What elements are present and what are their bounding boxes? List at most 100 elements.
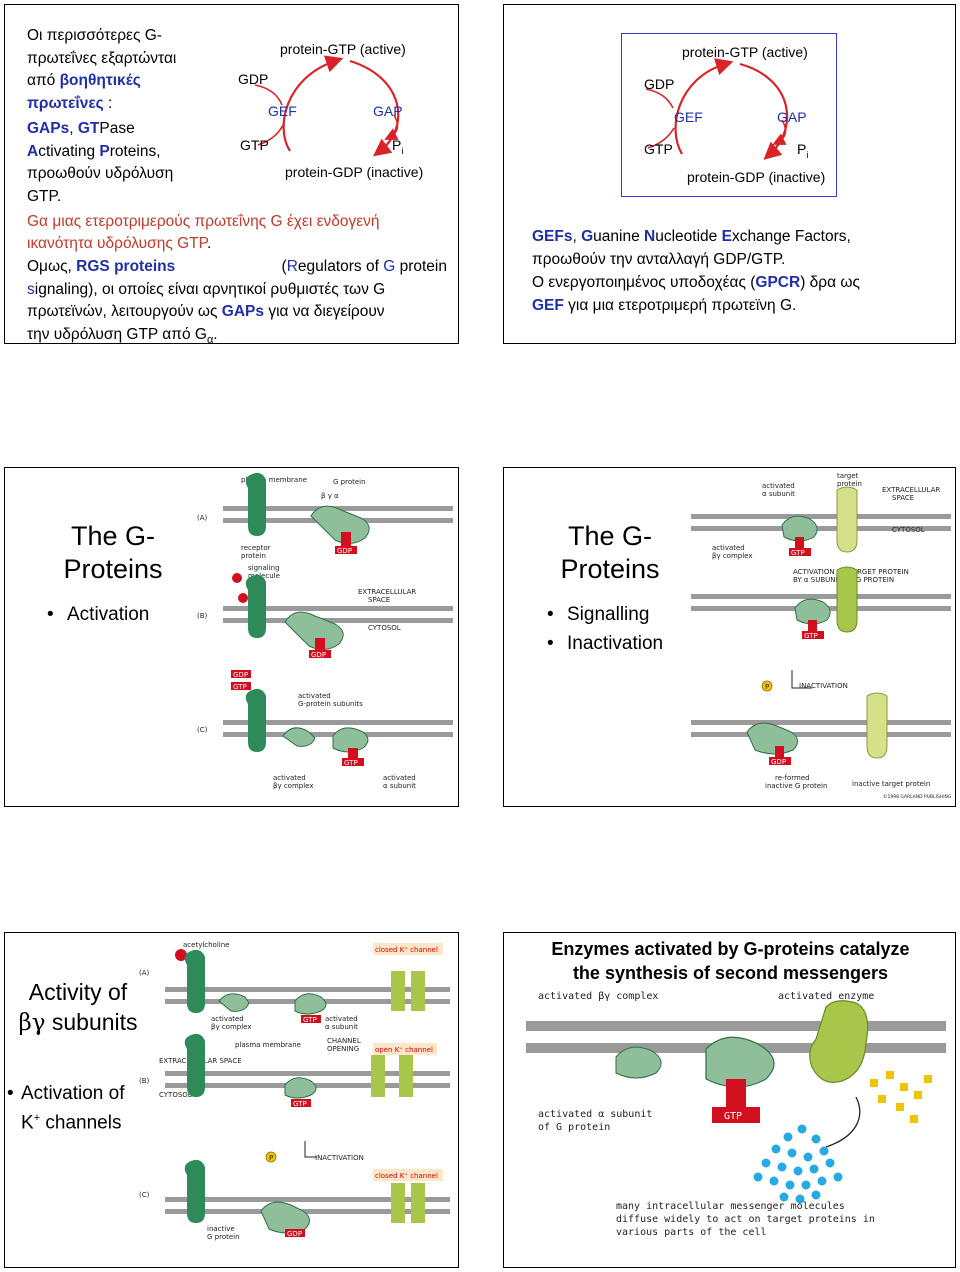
fig5-closed2: closed K⁺ channel <box>375 1172 438 1180</box>
fig3-C: (C) <box>197 726 208 734</box>
gefs-comma: , <box>572 228 582 245</box>
k-channel-5c-left <box>391 1183 405 1223</box>
k-channel-5a-right <box>411 971 425 1011</box>
rgs-paragraph: Ομως, RGS proteins (Regulators of G prot… <box>27 256 447 344</box>
fig6-a2: of G protein <box>538 1122 610 1133</box>
substrate <box>870 1079 878 1087</box>
gtp-stalk-4b <box>808 620 817 632</box>
rgs-line4: την υδρόλυση GTP από Gα. <box>27 324 447 344</box>
membrane-c-top <box>223 720 453 725</box>
gdp-box-a <box>335 546 357 554</box>
messenger-dot <box>817 1176 827 1186</box>
fig5-B: (B) <box>139 1077 150 1085</box>
receptor-a <box>245 472 266 536</box>
fig3-gdp-a: GDP <box>337 547 352 555</box>
intro-line4: πρωτεΐνες : <box>27 93 176 116</box>
fig4-inactive: inactive target protein <box>852 780 930 788</box>
gtp-arrow <box>257 124 284 146</box>
gefs-paragraph: GEFs, Guanine Nucleotide Exchange Factor… <box>532 225 860 317</box>
messenger-dot <box>811 1190 821 1200</box>
gefs-l4b: για μια ετεροτριμερή πρωτεϊνη G. <box>563 297 797 314</box>
fig5-p: P <box>269 1154 273 1162</box>
k-channel-figure: acetylcholine closed K⁺ channel (A) GTP … <box>139 941 450 1241</box>
substrate <box>900 1083 908 1091</box>
slide-gefs: protein-GTP (active) GDP GEF GAP GTP Pi … <box>503 4 956 344</box>
gefs-g: G <box>581 228 594 245</box>
ga-line2-text: ικανότητα υδρόλυσης GTP <box>27 235 207 252</box>
open-label-bg <box>373 1043 437 1055</box>
slide4-title1: The G- <box>567 521 653 551</box>
messenger-dots <box>753 1124 843 1204</box>
gdp-5c <box>285 1229 305 1237</box>
receptor-5b <box>184 1033 205 1097</box>
closed2-label-bg <box>373 1169 443 1181</box>
fig6-bg: activated βγ complex <box>538 991 658 1002</box>
gtp-5a <box>301 1015 321 1023</box>
gap-arrow <box>349 59 400 157</box>
phosphate-4 <box>761 680 773 692</box>
messenger-dot <box>785 1180 795 1190</box>
messenger-dot <box>769 1176 779 1186</box>
gaps-comma: , <box>69 120 78 137</box>
fig3-signaling2: molecule <box>248 572 280 580</box>
fig3-gdp-b: GDP <box>311 651 326 659</box>
fig4-gtp-b: GTP <box>804 632 818 640</box>
messenger-dot <box>819 1146 829 1156</box>
ga-line2: ικανότητα υδρόλυσης GTP. <box>27 233 380 255</box>
fig3-gprot: G protein <box>333 478 366 486</box>
intro-gaps-line: GAPs, GTPase <box>27 118 176 141</box>
fig6-m3: various parts of the cell <box>616 1227 767 1238</box>
gdp-stalk-b <box>315 638 325 652</box>
gprotein-a <box>310 505 370 544</box>
ga-line1: Gα μιας ετεροτριμερούς πρωτεΐνης G έχει … <box>27 213 380 230</box>
membrane-6-top <box>526 1021 946 1031</box>
cycle2-pi-label: Pi <box>797 141 808 160</box>
fig3-activated2: G-protein subunits <box>298 700 363 708</box>
gaps-term: GAPs <box>27 120 70 137</box>
gdp-stalk-4c <box>775 746 784 758</box>
slide3-title1: The G- <box>70 521 156 551</box>
messenger-dot <box>803 1152 813 1162</box>
fig5-A: (A) <box>139 969 150 977</box>
bullet-dot: • <box>7 1083 14 1104</box>
gdp-box-4c <box>769 757 791 765</box>
fig6-a1: activated α subunit <box>538 1109 652 1120</box>
gdp-box-b <box>309 650 331 658</box>
bullet-activation: Activation <box>47 604 149 626</box>
messenger-figure: activated βγ complex activated enzyme GT… <box>526 991 946 1238</box>
gtp-tag <box>231 682 251 690</box>
gefs-line2: προωθούν την ανταλλαγή GDP/GTP. <box>532 251 786 268</box>
inact-arrow-5 <box>304 1141 317 1158</box>
pi-arrow <box>384 114 399 140</box>
gefs-line4: GEF για μια ετεροτριμερή πρωτεϊνη G. <box>532 294 860 317</box>
k-channel-5b-left <box>371 1055 385 1097</box>
fig3-extra2: SPACE <box>368 596 390 604</box>
slide-activation: The G- Proteins Activation plasma membra… <box>4 467 459 807</box>
rgs-l1-left: Ομως, RGS proteins <box>27 256 175 279</box>
target-protein-4b <box>836 566 858 633</box>
fig5-a2: α subunit <box>325 1023 358 1031</box>
inact-arrow-4 <box>791 670 812 689</box>
slide6-title: Enzymes activated by G-proteins catalyze… <box>504 937 955 985</box>
fig4-target1: target <box>837 472 859 480</box>
k-plus: + <box>33 1112 41 1124</box>
cycle2-bottom-label: protein-GDP (inactive) <box>687 169 826 185</box>
fig4-re1: re-formed <box>775 774 810 782</box>
rgs-l4: την υδρόλυση GTP από G <box>27 325 207 343</box>
gtp-box-4a <box>789 548 811 556</box>
fig3-gtp-c: GTP <box>344 759 358 767</box>
fig6-gtp: GTP <box>724 1111 742 1122</box>
fig5-gdp: GDP <box>287 1230 302 1238</box>
slide-gaps: Οι περισσότερες G- πρωτεΐνες εξαρτώνται … <box>4 4 459 344</box>
messenger-dot <box>811 1134 821 1144</box>
cycle-pi-label: Pi <box>392 137 403 156</box>
fig4-activated2: α subunit <box>762 490 795 498</box>
fig5-C: (C) <box>139 1191 150 1199</box>
receptor-b <box>245 574 266 638</box>
gefs-e: E <box>721 228 732 245</box>
rgs-signaling: ignaling), οι οποίες είναι αρνητικοί ρυθ… <box>34 280 386 298</box>
fig5-bg2: βγ complex <box>211 1023 252 1031</box>
cycle-gtp-label: GTP <box>240 137 269 153</box>
rgs-gaps-term: GAPs <box>221 303 265 320</box>
messenger-dot <box>777 1162 787 1172</box>
